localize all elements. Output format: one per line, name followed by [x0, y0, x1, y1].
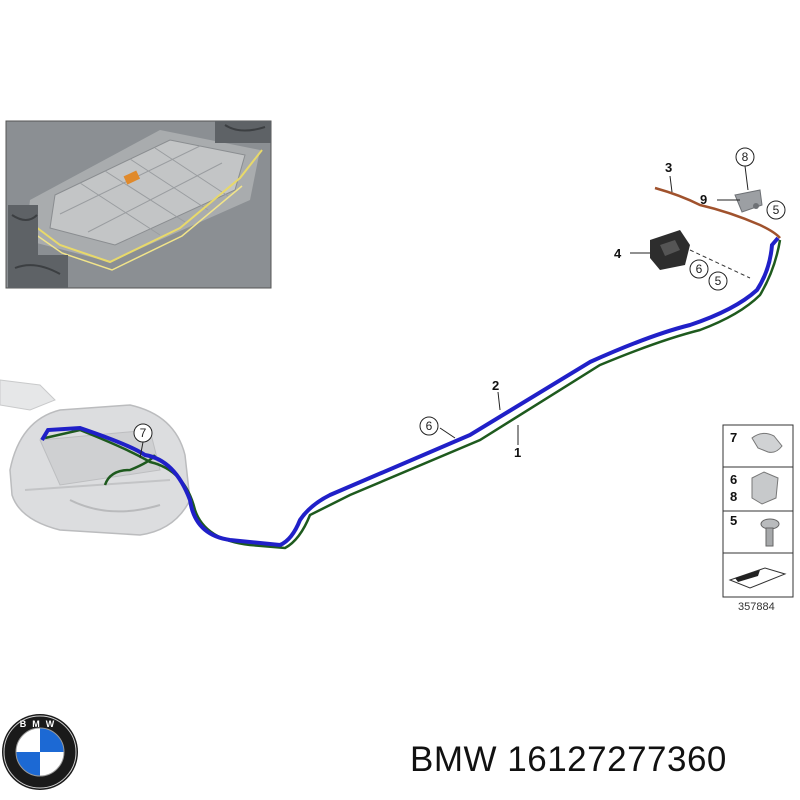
- callout-6-circle-a: 6: [689, 259, 709, 279]
- legend-row-8: 8: [730, 489, 737, 504]
- svg-text:8: 8: [742, 150, 749, 164]
- callout-6-circle-b: 6: [419, 416, 439, 436]
- bmw-logo-letters: BMW: [20, 719, 61, 729]
- fuel-tank-drawing: [0, 379, 191, 536]
- callout-1: 1: [514, 445, 521, 460]
- bracket-part-8: [734, 189, 763, 213]
- parts-legend: 7 6 8 5: [722, 424, 794, 598]
- svg-text:5: 5: [773, 203, 780, 217]
- callout-5-circle-a: 5: [766, 200, 786, 220]
- callout-4: 4: [614, 246, 622, 261]
- callout-9: 9: [700, 192, 707, 207]
- green-line-1: [44, 239, 782, 550]
- bmw-logo: BMW: [2, 714, 78, 790]
- green-line-2: [103, 454, 157, 486]
- reference-number: 357884: [738, 601, 775, 613]
- legend-row-7: 7: [730, 430, 737, 445]
- clip-part-4: [650, 230, 751, 279]
- brand-part-number: BMW 16127277360: [410, 740, 790, 784]
- callout-3: 3: [665, 160, 672, 175]
- callout-7-circle: 7: [133, 423, 153, 443]
- battery-inset-image: [5, 120, 272, 289]
- part-number: 16127277360: [507, 740, 727, 779]
- legend-row-5: 5: [730, 513, 737, 528]
- callout-5-circle-b: 5: [708, 271, 728, 291]
- svg-text:7: 7: [140, 426, 147, 440]
- brown-line: [654, 186, 781, 239]
- blue-line: [40, 236, 780, 548]
- legend-row-6: 6: [730, 472, 737, 487]
- svg-text:6: 6: [696, 262, 703, 276]
- callout-8-circle: 8: [735, 147, 755, 167]
- callout-2: 2: [492, 378, 499, 393]
- svg-text:5: 5: [715, 274, 722, 288]
- brand-name: BMW: [410, 740, 498, 779]
- svg-text:6: 6: [426, 419, 433, 433]
